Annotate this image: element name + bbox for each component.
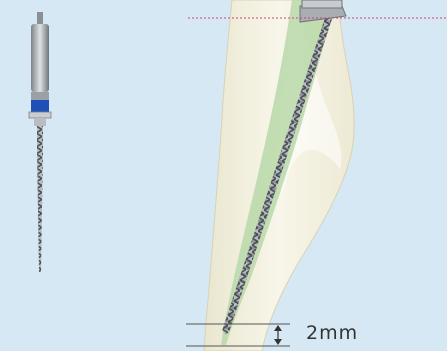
measurement-label: 2mm [306, 322, 358, 344]
endodontic-file-icon [29, 12, 51, 272]
double-arrow-icon [274, 325, 282, 345]
